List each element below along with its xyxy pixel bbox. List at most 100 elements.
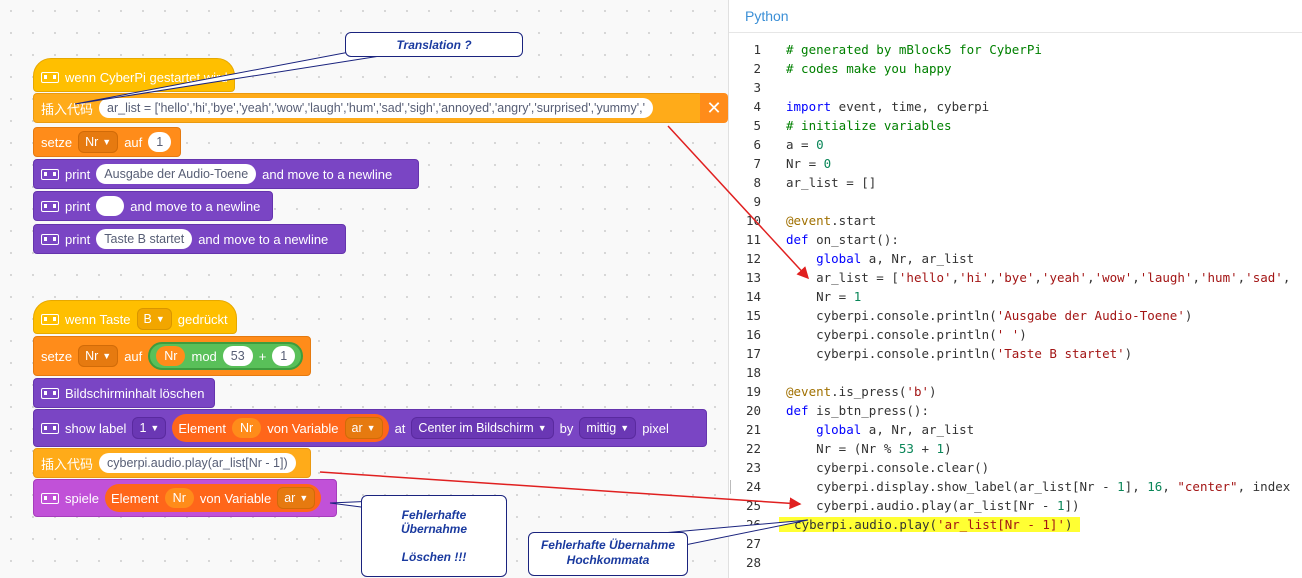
print-block-1[interactable]: print Ausgabe der Audio-Toene and move t… [33, 159, 419, 189]
clear-screen-block[interactable]: Bildschirminhalt löschen [33, 378, 215, 408]
line-number: 27 [745, 536, 761, 551]
plus-operator-block[interactable]: Nr mod 53 + 1 [148, 342, 304, 370]
variable-dropdown[interactable]: Nr▼ [78, 131, 119, 153]
list-dropdown[interactable]: ar▼ [344, 417, 383, 439]
mod-value-input[interactable]: 53 [222, 346, 253, 366]
line-number: 7 [753, 156, 761, 171]
pixel-label: pixel [642, 420, 669, 436]
print-label: print [65, 231, 91, 247]
line-number: 11 [745, 232, 761, 247]
code-line: 15 cyberpi.console.println('Ausgabe der … [729, 306, 1302, 325]
set-variable-block[interactable]: setze Nr▼ auf 1 [33, 127, 181, 157]
insert-code-block[interactable]: 插入代码 ar_list = ['hello','hi','bye','yeah… [33, 93, 703, 123]
print-suffix: and move to a newline [198, 231, 329, 247]
clear-label: Bildschirminhalt löschen [65, 385, 205, 401]
mod-operator-block[interactable]: Nr mod 53 [156, 346, 253, 366]
line-number: 14 [745, 289, 761, 304]
cyberpi-icon [41, 168, 59, 180]
line-number: 12 [745, 251, 761, 266]
von-variable-label: von Variable [199, 490, 272, 506]
chevron-down-icon: ▼ [537, 423, 547, 433]
label-number-dropdown[interactable]: 1▼ [132, 417, 167, 439]
code-line: 14 Nr = 1 [729, 287, 1302, 306]
von-variable-label: von Variable [267, 420, 339, 436]
code-line: 21 global a, Nr, ar_list [729, 420, 1302, 439]
size-dropdown[interactable]: mittig▼ [579, 417, 637, 439]
list-element-reporter[interactable]: Element Nr von Variable ar▼ [172, 414, 389, 442]
code-line: 27 [729, 534, 1302, 553]
code-line: 19@event.is_press('b') [729, 382, 1302, 401]
print-block-3[interactable]: print Taste B startet and move to a newl… [33, 224, 346, 254]
line-number: 26 [745, 517, 761, 532]
insert-code-input[interactable]: cyberpi.audio.play(ar_list[Nr - 1]) [99, 453, 296, 473]
mod-label: mod [191, 348, 217, 364]
callout-error-delete: Fehlerhafte Übernahme Löschen !!! [361, 495, 507, 577]
key-dropdown-value: B [143, 312, 152, 326]
code-line: 28 [729, 553, 1302, 572]
chevron-down-icon: ▼ [366, 423, 376, 433]
line-number: 13 [745, 270, 761, 285]
print-text-input[interactable]: Ausgabe der Audio-Toene [96, 164, 257, 184]
line-number: 6 [753, 137, 761, 152]
show-label-block[interactable]: show label 1▼ Element Nr von Variable ar… [33, 409, 707, 447]
print-text-input[interactable]: Taste B startet [96, 229, 193, 249]
close-icon[interactable]: ✕ [700, 93, 728, 123]
element-index-reporter[interactable]: Nr [164, 488, 194, 508]
element-index-reporter[interactable]: Nr [232, 418, 262, 438]
line-number: 1 [753, 42, 761, 57]
set-label: setze [41, 134, 73, 150]
print-label: print [65, 166, 91, 182]
line-number: 19 [745, 384, 761, 399]
line-number: 2 [753, 61, 761, 76]
cyberpi-icon [41, 387, 59, 399]
insert-code-input[interactable]: ar_list = ['hello','hi','bye','yeah','wo… [99, 98, 653, 118]
list-dropdown-value: ar [284, 491, 296, 505]
show-label-text: show label [65, 420, 127, 436]
line-number: 4 [753, 99, 761, 114]
print-label: print [65, 198, 91, 214]
chevron-down-icon: ▼ [299, 493, 309, 503]
print-suffix: and move to a newline [262, 166, 393, 182]
mod-variable-reporter[interactable]: Nr [156, 346, 186, 366]
key-dropdown[interactable]: B▼ [136, 308, 172, 330]
variable-dropdown[interactable]: Nr▼ [78, 345, 119, 367]
line-number: 15 [745, 308, 761, 323]
label-number-value: 1 [139, 421, 147, 435]
block-workspace[interactable]: wenn CyberPi gestartet wird 插入代码 ar_list… [0, 0, 728, 578]
line-number: 25 [745, 498, 761, 513]
code-line: 16 cyberpi.console.println(' ') [729, 325, 1302, 344]
position-dropdown[interactable]: Center im Bildschirm▼ [411, 417, 554, 439]
hat-block-button-press[interactable]: wenn Taste B▼ gedrückt [33, 300, 237, 334]
list-dropdown-value: ar [351, 421, 363, 435]
line-number: 3 [753, 80, 761, 95]
at-label: at [394, 420, 406, 436]
line-number: 21 [745, 422, 761, 437]
by-label: by [559, 420, 574, 436]
element-label: Element [178, 420, 227, 436]
plus-value-input[interactable]: 1 [272, 346, 296, 366]
list-element-reporter[interactable]: Element Nr von Variable ar▼ [104, 484, 322, 512]
set-value-input[interactable]: 1 [148, 132, 172, 152]
print-text-input[interactable] [96, 196, 125, 216]
chevron-down-icon: ▼ [102, 351, 112, 361]
print-block-2[interactable]: print and move to a newline [33, 191, 273, 221]
code-line-highlighted: 26 cyberpi.audio.play('ar_list[Nr - 1]') [729, 515, 1302, 534]
line-number: 10 [745, 213, 761, 228]
code-line: 23 cyberpi.console.clear() [729, 458, 1302, 477]
code-line: 5# initialize variables [729, 116, 1302, 135]
line-number: 16 [745, 327, 761, 342]
list-dropdown[interactable]: ar▼ [277, 487, 316, 509]
code-line: 12 global a, Nr, ar_list [729, 249, 1302, 268]
line-number: 5 [753, 118, 761, 133]
play-audio-block[interactable]: spiele Element Nr von Variable ar▼ [33, 479, 337, 517]
set-variable-block-2[interactable]: setze Nr▼ auf Nr mod 53 + 1 [33, 336, 311, 376]
plus-label: + [258, 348, 267, 364]
line-number: 24 [745, 479, 761, 494]
cyberpi-icon [41, 233, 59, 245]
code-editor[interactable]: 1# generated by mBlock5 for CyberPi 2# c… [729, 40, 1302, 572]
hat-block-cyberpi-start[interactable]: wenn CyberPi gestartet wird [33, 58, 235, 92]
code-line: 9 [729, 192, 1302, 211]
insert-code-block-2[interactable]: 插入代码 cyberpi.audio.play(ar_list[Nr - 1]) [33, 448, 311, 478]
